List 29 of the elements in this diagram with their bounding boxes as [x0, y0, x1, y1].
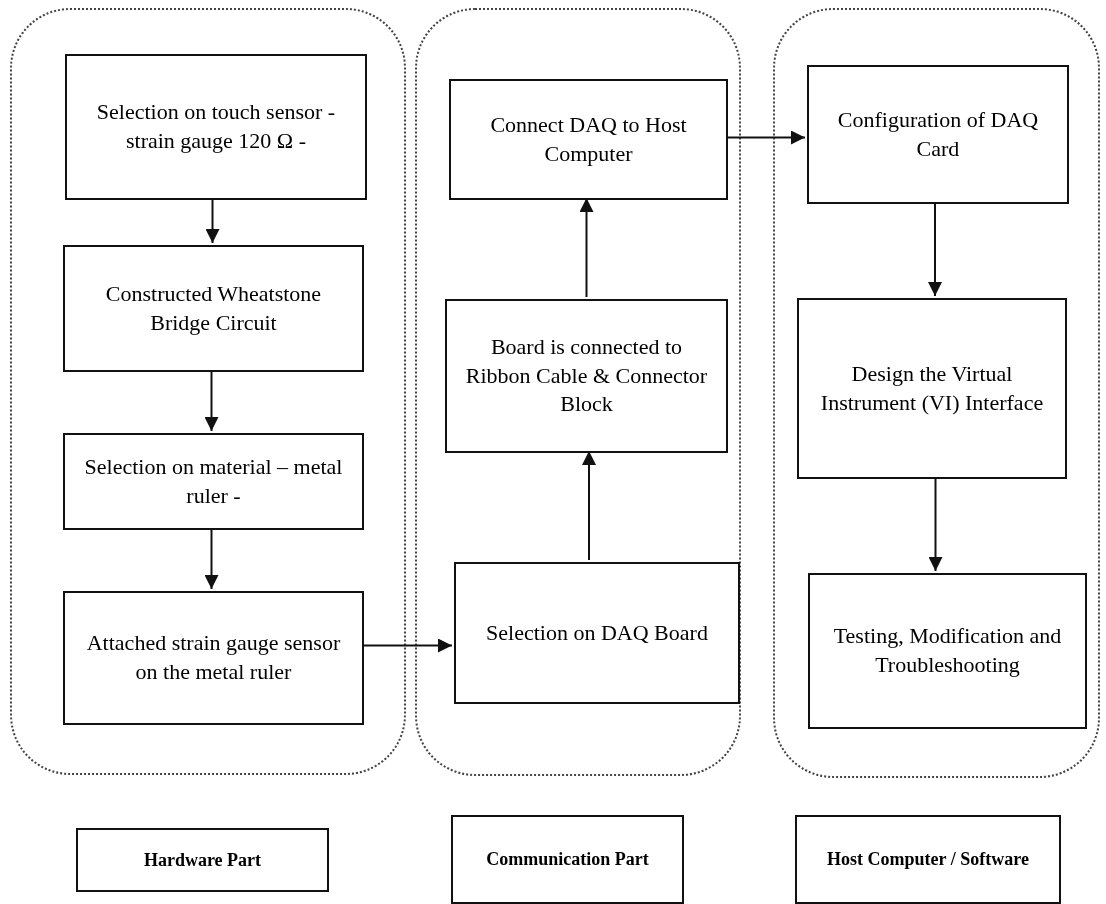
process-box [808, 573, 1087, 729]
section-label-box [795, 815, 1061, 904]
section-label-box [451, 815, 684, 904]
step-text: Connect DAQ to Host Computer [489, 110, 688, 168]
section-label: Hardware Part [143, 848, 262, 872]
process-box [797, 298, 1067, 479]
group-outline [773, 8, 1100, 778]
section-label-box [76, 828, 329, 892]
process-box [63, 245, 364, 372]
process-box [807, 65, 1069, 204]
process-box [63, 591, 364, 725]
group-outline [415, 8, 741, 776]
step-text: Configuration of DAQ Card [836, 105, 1040, 163]
step-text: Selection on material – metal ruler - [83, 452, 344, 510]
step-text: Constructed Wheatstone Bridge Circuit [104, 279, 323, 337]
process-box [449, 79, 728, 200]
process-box [445, 299, 728, 453]
process-box [454, 562, 740, 704]
step-text: Selection on touch sensor -strain gauge 120 Ω - [95, 98, 337, 155]
section-label: Host Computer / Software [827, 848, 1029, 871]
step-text: Selection on DAQ Board [486, 618, 708, 647]
step-text: Design the Virtual Instrument (VI) Interface [819, 359, 1045, 417]
group-outline [10, 8, 406, 775]
section-label: Communication Part [486, 848, 649, 871]
step-text: Board is connected to Ribbon Cable & Connector Block [465, 333, 708, 419]
step-text: Attached strain gauge sensor on the metal ruler [85, 629, 342, 686]
process-box [65, 54, 367, 200]
process-box [63, 433, 364, 530]
step-text: Testing, Modification and Troubleshooting [832, 622, 1063, 679]
